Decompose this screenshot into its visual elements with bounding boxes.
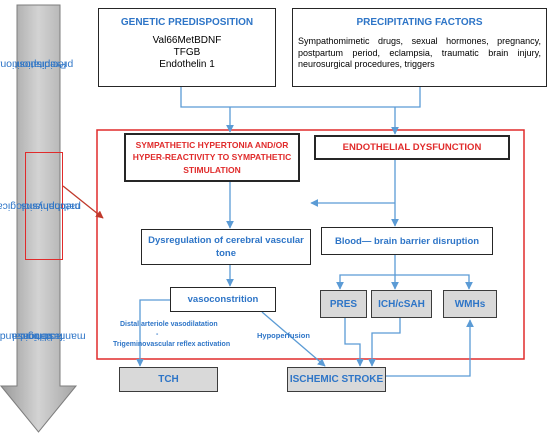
pres-label: PRES <box>329 298 358 310</box>
mechanisms-frame <box>96 129 525 360</box>
precipitating-text: Sympathomimetic drugs, sexual hormones, … <box>298 36 541 70</box>
genetic-item: Val66MetBDNF <box>152 35 222 46</box>
distal-vasodilatation-label: Distal arteriole vasodilatation <box>120 321 218 328</box>
vasoconstriction-to-tch-arrow <box>136 299 170 367</box>
pres-to-ischemic-arrow <box>344 318 364 367</box>
ischemic-stroke-label: ISCHEMIC STROKE <box>289 374 384 385</box>
genetic-item: TFGB <box>173 47 201 58</box>
precipitating-connector <box>230 86 421 108</box>
genetic-title: GENETIC PREDISPOSITION <box>120 17 254 28</box>
progression-arrow <box>0 4 78 433</box>
tch-label: TCH <box>158 374 179 385</box>
dysregulation-text: Dysregulation of cerebral vascular tone <box>148 234 304 259</box>
endothelial-text: ENDOTHELIAL DYSFUNCTION <box>342 142 482 153</box>
ischemic-to-wmh-arrow <box>386 319 474 377</box>
annotation-dash: - <box>156 331 159 338</box>
bbb-to-wmh-arrow <box>395 274 473 290</box>
bbb-branch <box>336 255 396 290</box>
vasoconstriction-box: vasoconstrition <box>170 287 276 312</box>
vasoconstriction-text: vasoconstrition <box>187 294 259 305</box>
sympathetic-box: SYMPATHETIC HYPERTONIA AND/OR HYPER-REAC… <box>124 133 300 182</box>
genetic-connector <box>180 86 230 108</box>
ich-csah-label: ICH/cSAH <box>378 298 425 310</box>
wmhs-label: WMHs <box>454 298 486 310</box>
precipitating-factors-box: PRECIPITATING FACTORS Sympathomimetic dr… <box>292 8 547 87</box>
dysregulation-box: Dysregulation of cerebral vascular tone <box>141 229 311 265</box>
bbb-disruption-box: Blood— brain barrier disruption <box>321 227 493 255</box>
frame-pointer-arrow <box>62 185 104 219</box>
ich-csah-box: ICH/cSAH <box>371 290 432 318</box>
endothelial-dysfunction-box: ENDOTHELIAL DYSFUNCTION <box>314 135 510 160</box>
tch-box: TCH <box>119 367 218 392</box>
wmhs-box: WMHs <box>443 290 497 318</box>
ich-to-ischemic-arrow <box>368 318 401 367</box>
bbb-text: Blood— brain barrier disruption <box>334 235 480 247</box>
ischemic-stroke-box: ISCHEMIC STROKE <box>287 367 386 392</box>
trigeminovascular-label: Trigeminovascular reflex activation <box>113 341 231 348</box>
pres-box: PRES <box>320 290 367 318</box>
genetic-predisposition-box: GENETIC PREDISPOSITION Val66MetBDNF TFGB… <box>98 8 276 87</box>
vasoconstriction-to-ischemic-arrow <box>261 311 326 367</box>
sympathetic-text: SYMPATHETIC HYPERTONIA AND/OR HYPER-REAC… <box>132 140 292 175</box>
hypoperfusion-label: Hypoperfusion <box>257 331 310 340</box>
stage-label-box <box>25 152 63 260</box>
precipitating-title: PRECIPITATING FACTORS <box>356 17 483 28</box>
genetic-item: Endothelin 1 <box>159 59 215 70</box>
